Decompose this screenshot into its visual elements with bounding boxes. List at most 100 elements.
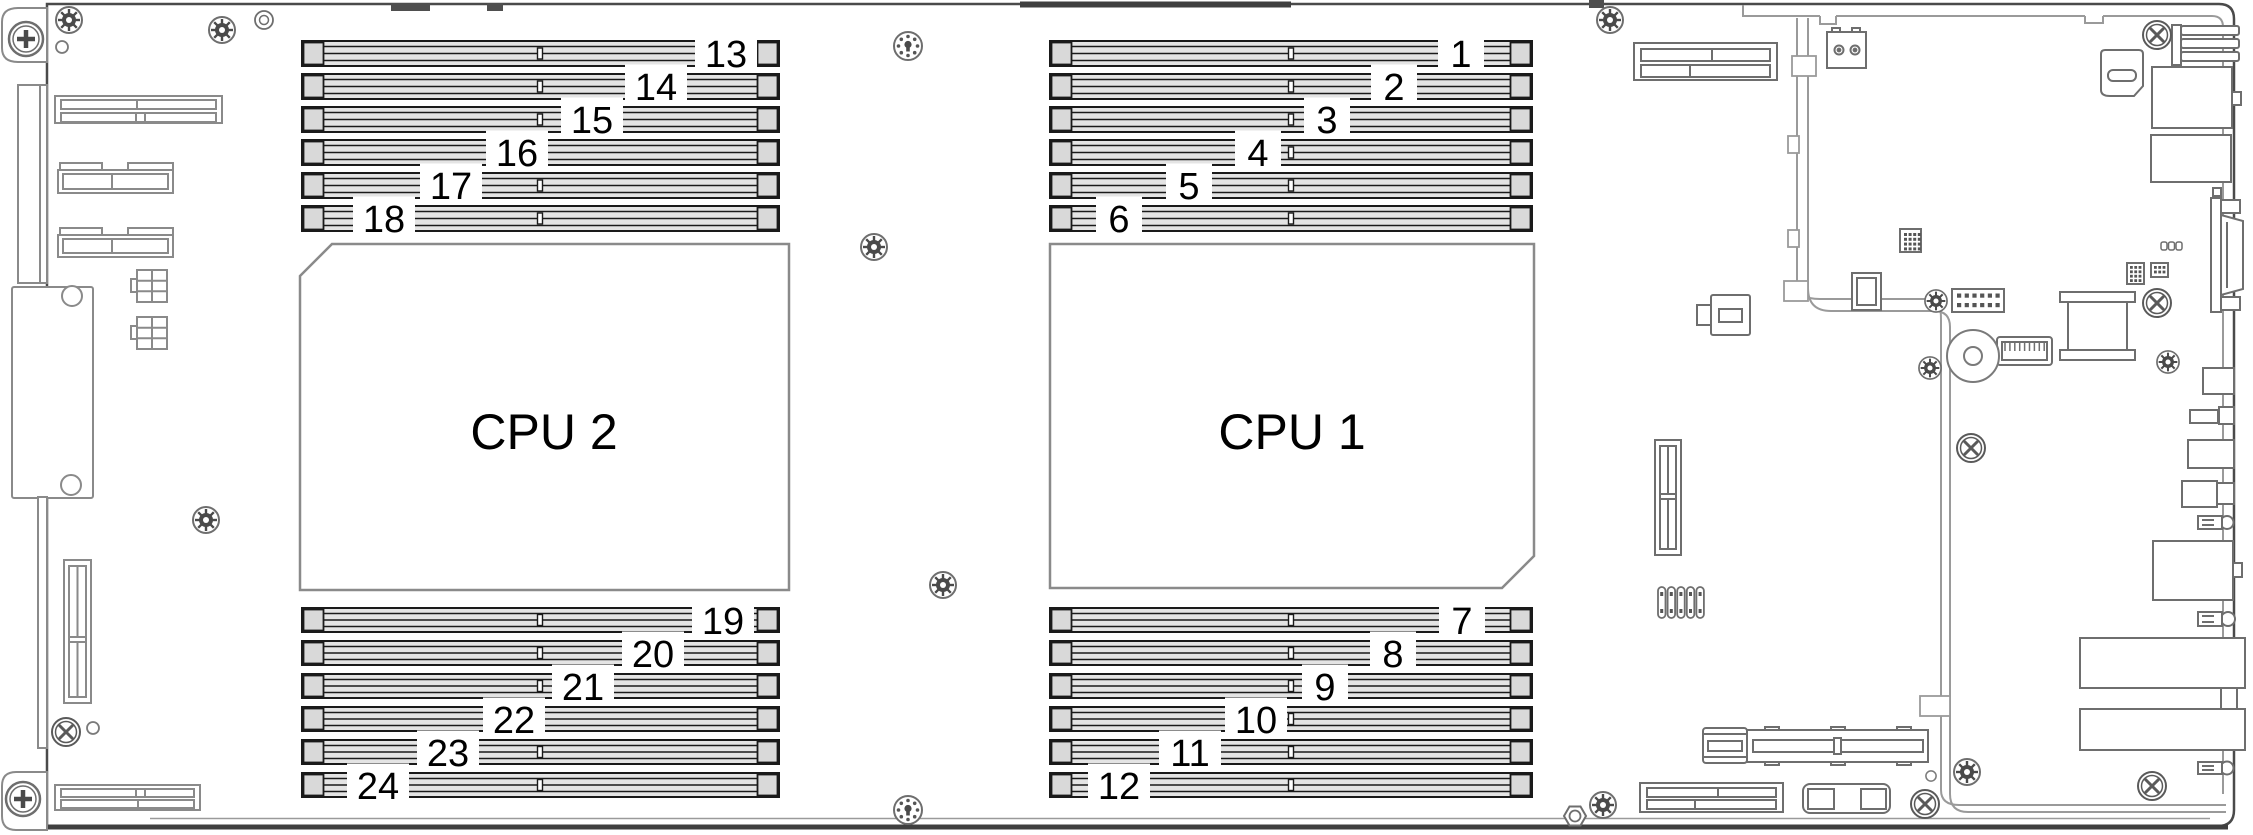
pin-header-14 (1951, 288, 2005, 313)
dimm-slot-9: 9 (1049, 664, 1533, 709)
cpu2-label: CPU 2 (470, 404, 617, 460)
dimm-slot-label: 24 (357, 766, 399, 808)
slot-connector-top-right (1633, 42, 1778, 81)
dimm-slot-label-bg (1166, 163, 1212, 202)
tray-tab (1919, 695, 1951, 717)
power-connector-2 (130, 316, 168, 350)
dimm-slot-11: 11 (1049, 730, 1533, 775)
hole-icon (1925, 770, 1937, 782)
rear-plug (2202, 367, 2235, 395)
dimm-slot-label: 5 (1178, 166, 1199, 208)
rear-connector-block (2152, 540, 2243, 601)
t-plug-connector (1696, 294, 1751, 336)
vga-connector (2210, 197, 2244, 313)
dimm-slot-label: 17 (430, 166, 472, 208)
screw-screwx-icon (2141, 19, 2173, 51)
dimm-slot-label: 9 (1314, 667, 1335, 709)
pcie-slot-connector-top-left (54, 95, 223, 124)
dimm-slot-12: 12 (1049, 763, 1533, 808)
dimm-slot-label: 19 (702, 601, 744, 643)
five-pin-header (1657, 586, 1705, 619)
bracket-hole (60, 474, 82, 496)
screw-phillips-icon (6, 782, 40, 816)
dimm-slot-label: 21 (562, 667, 604, 709)
comb-connector-teeth (2004, 342, 2045, 351)
screw-torx-icon (191, 505, 221, 535)
dimm-slot-label: 2 (1383, 67, 1404, 109)
standoff-icon (1946, 329, 2000, 383)
tray-tab (1783, 280, 1809, 302)
screw-torx-icon (928, 570, 958, 600)
signal-connector-1 (57, 162, 174, 194)
two-pin-connector (1826, 27, 1867, 69)
rear-small-plug (2197, 760, 2235, 776)
power-connector-1 (130, 269, 168, 303)
dimm-slot-10: 10 (1049, 697, 1533, 742)
port-cage-1 (2079, 637, 2246, 689)
dimm-slot-label-bg (1096, 196, 1142, 235)
port-cage-2 (2079, 708, 2246, 751)
small-component-block (1851, 272, 1882, 311)
dimm-slot-label-bg (1302, 664, 1348, 703)
top-edge-tab (487, 3, 503, 11)
dimm-slot-4: 4 (1049, 130, 1533, 175)
dimm-slot-label: 11 (1170, 733, 1209, 775)
dimm-slot-label-bg (1225, 697, 1287, 736)
screw-torx-icon (1595, 5, 1625, 35)
cpu1-label: CPU 1 (1218, 404, 1365, 460)
cage-link-connector (2220, 687, 2238, 710)
screw-screwx-icon (50, 716, 82, 748)
heatsink-fins-connector (2171, 24, 2240, 66)
screw-torx-icon (54, 5, 84, 35)
dimm-slot-label-bg (625, 64, 687, 103)
top-edge-tab (1589, 0, 1604, 8)
hole-icon (55, 40, 69, 54)
dimm-slot-2: 2 (1049, 64, 1533, 109)
screw-screwx-icon (2136, 770, 2168, 802)
dimm-slot-15: 15 (301, 97, 780, 142)
rear-plug (2187, 439, 2235, 469)
dimm-slot-label: 13 (705, 34, 747, 76)
flanged-connector-block (2059, 291, 2136, 361)
dimm-slot-19: 19 (301, 598, 780, 643)
dimm-slot-label-bg (486, 130, 548, 169)
dimm-slot-label-bg (420, 163, 482, 202)
screw-torx-icon (1952, 757, 1982, 787)
dimm-slot-23: 23 (301, 730, 780, 775)
io-port-block-2 (2150, 134, 2232, 183)
dimm-slot-label-bg (561, 97, 623, 136)
edge-connector-bar (17, 84, 48, 284)
dimm-slot-label-bg (1304, 97, 1350, 136)
dimm-slot-label: 18 (363, 199, 405, 241)
dimm-slot-label-bg (1159, 730, 1221, 769)
screw-screwx-icon (1909, 788, 1941, 820)
dimm-slot-label: 4 (1247, 133, 1268, 175)
hex-nut-icon (1563, 805, 1587, 827)
screw-torx-icon (2155, 349, 2181, 375)
dimm-slot-label-bg (417, 730, 479, 769)
pin-grid (2130, 266, 2142, 282)
cpu2-socket: CPU 2 (298, 242, 791, 592)
generated-small-parts (1657, 233, 2166, 619)
screw-torx-icon (1588, 790, 1618, 820)
dimm-slot-18: 18 (301, 196, 780, 241)
dimm-slot-21: 21 (301, 664, 780, 709)
dimm-slot-5: 5 (1049, 163, 1533, 208)
dimm-slot-label: 12 (1098, 766, 1140, 808)
dimm-slot-label-bg (1439, 598, 1485, 637)
dimm-slot-label: 3 (1316, 100, 1337, 142)
dimm-slot-label-bg (695, 31, 757, 70)
dimm-slot-label-bg (483, 697, 545, 736)
dimm-slot-22: 22 (301, 697, 780, 742)
tray-tab (1787, 135, 1800, 154)
screw-torx-icon (207, 15, 237, 45)
rear-small-plug (2197, 611, 2236, 627)
dimm-slot-16: 16 (301, 130, 780, 175)
dimm-slot-label: 23 (427, 733, 469, 775)
dimm-slot-20: 20 (301, 631, 780, 676)
dimm-slot-label: 14 (635, 67, 677, 109)
dual-square-connector (1802, 783, 1891, 814)
